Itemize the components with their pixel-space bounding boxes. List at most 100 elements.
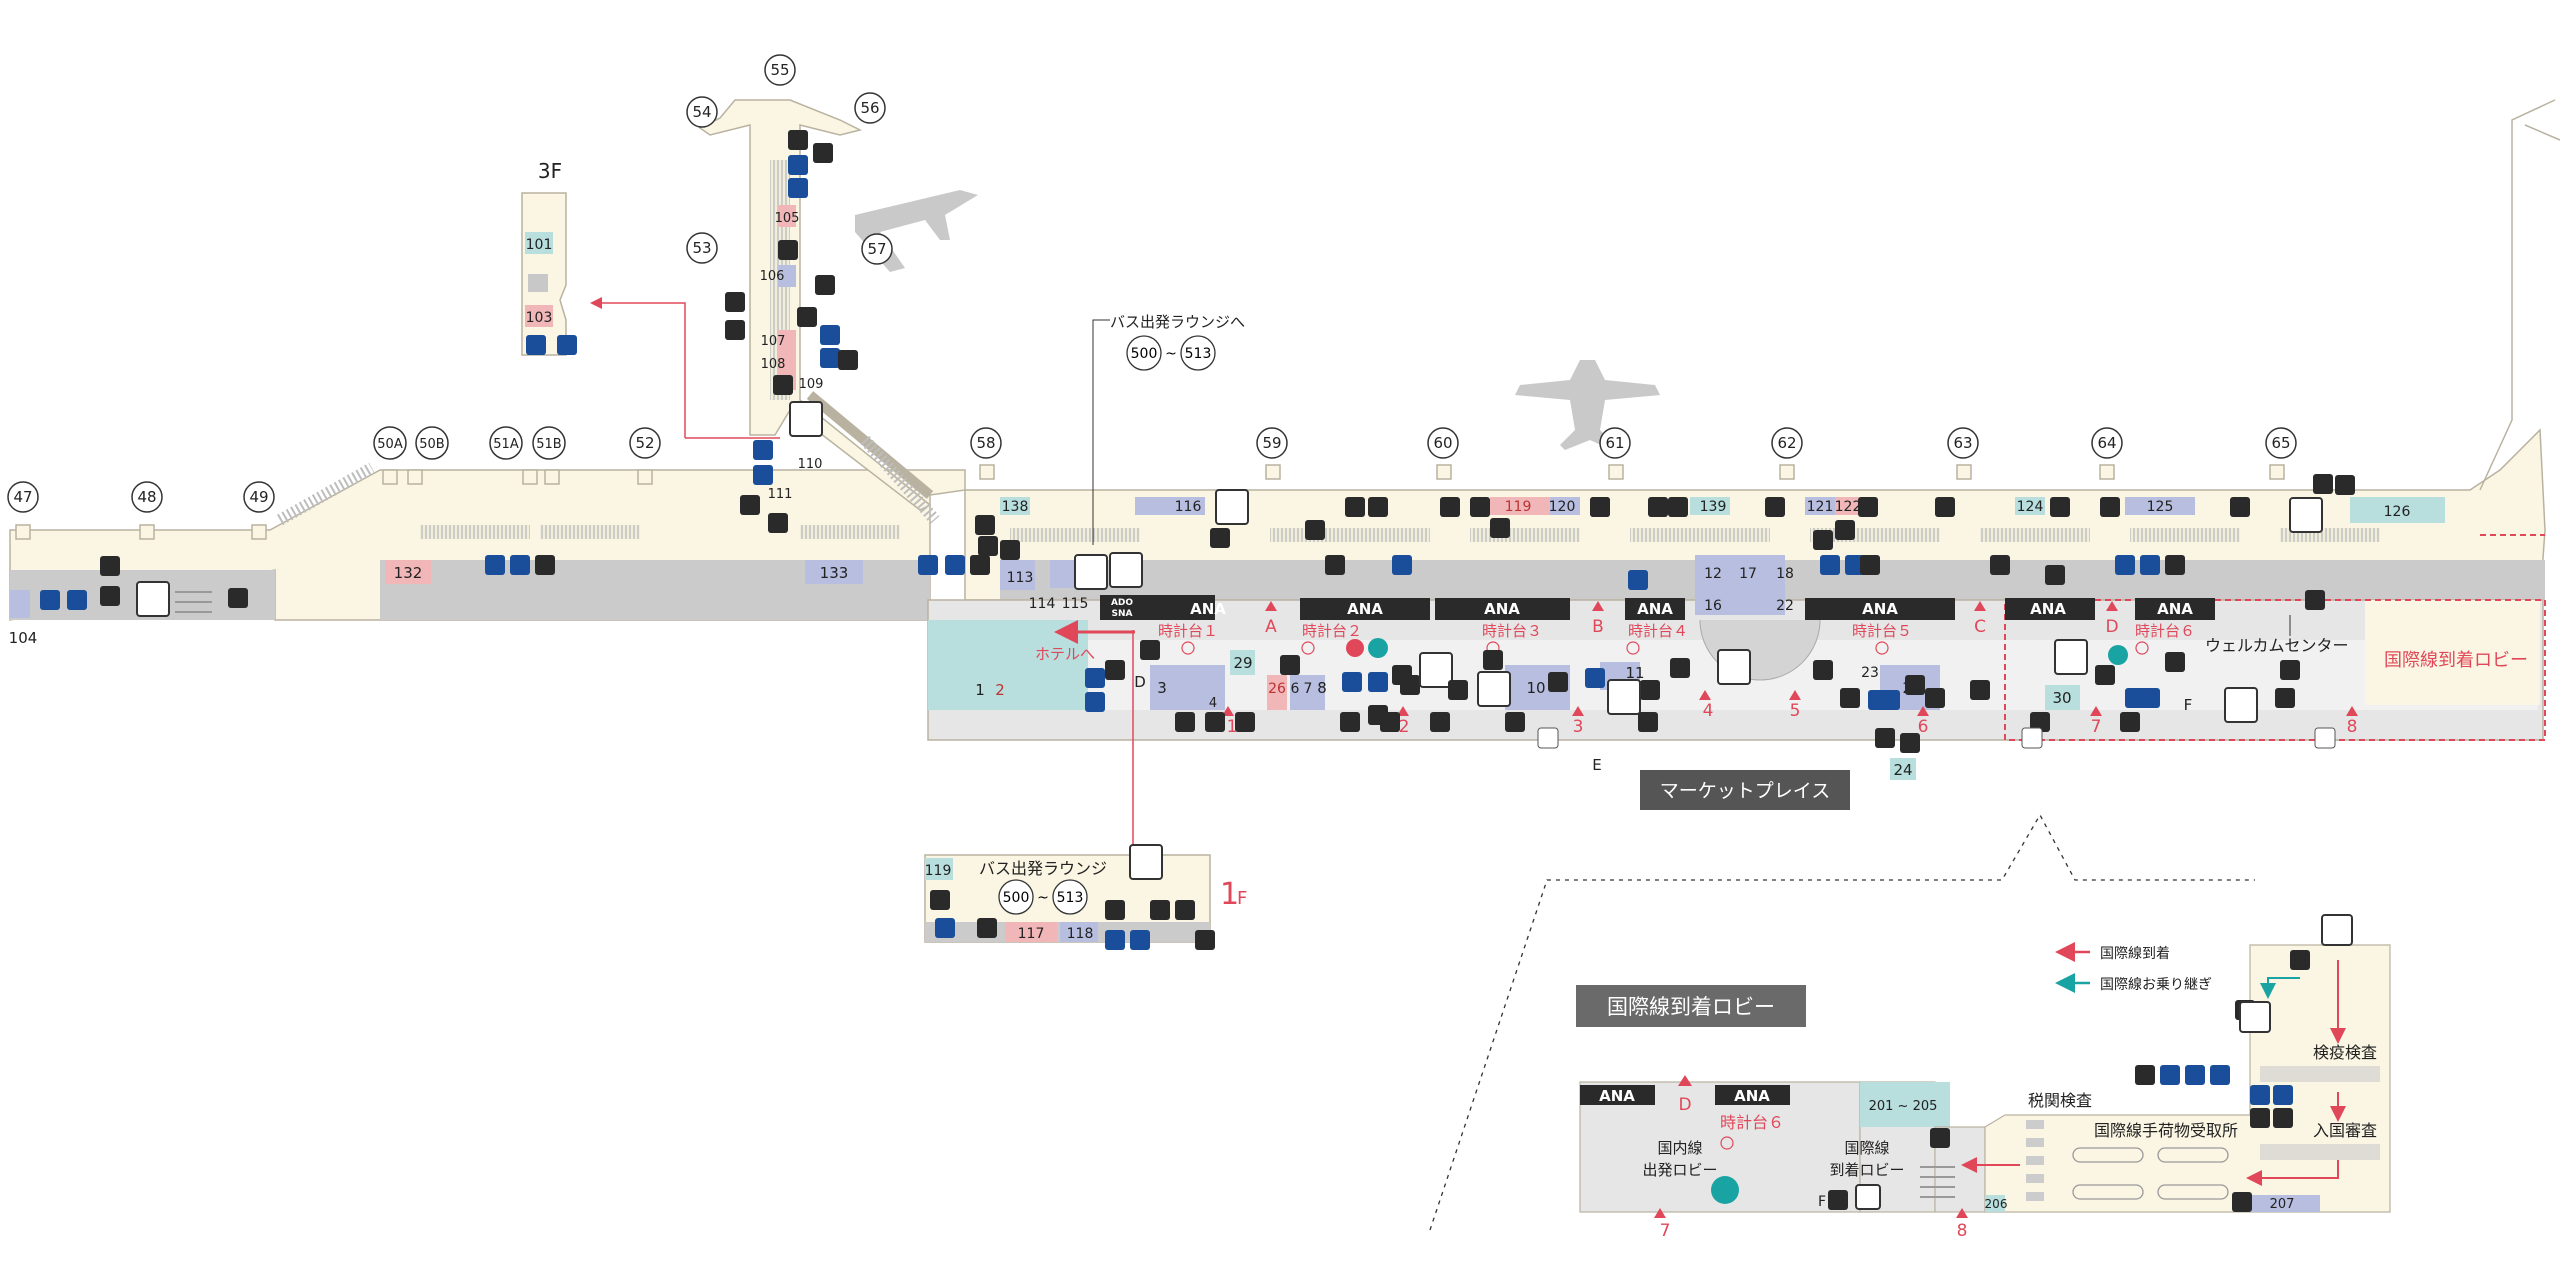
airline-label: ANA	[1190, 600, 1226, 618]
area-label: 125	[2147, 499, 2174, 515]
inset-title: 国際線到着ロビー	[1607, 995, 1775, 1019]
market-place-banner	[1640, 770, 1850, 810]
gate-label: 50B	[419, 437, 444, 452]
gate-65	[2265, 427, 2297, 459]
intl-arrival-label: 国際線	[1844, 1139, 1889, 1157]
area-label: 139	[1700, 499, 1727, 515]
clock-tower-label: 時計台４	[1628, 622, 1688, 640]
elevator-icon	[136, 401, 2323, 880]
legend-label: 国際線到着	[2100, 946, 2170, 962]
gate-61	[1599, 427, 1631, 459]
airline-label: ANA	[1599, 1087, 1635, 1105]
floor-1f-block: 119 117 118 バス出発ラウンジ 500 ~ 513 1 F	[924, 854, 1247, 943]
area-label: 2	[995, 681, 1005, 699]
airline-label: ANA	[1734, 1087, 1770, 1105]
door-label: 7	[1660, 1221, 1671, 1241]
entrance-label: D	[1678, 1095, 1691, 1115]
accessible-toilet-icon	[557, 335, 577, 355]
area-label: 104	[9, 629, 38, 647]
door-label: 2	[1399, 717, 1410, 737]
area-label: 106	[760, 269, 785, 284]
gate-55	[764, 54, 796, 86]
area-label: 1	[975, 681, 985, 699]
gate-60	[1427, 427, 1459, 459]
area-label: 30	[2052, 689, 2071, 707]
area-label: 119	[1505, 499, 1532, 515]
door-label: 1	[1227, 717, 1238, 737]
area-label: 22	[1776, 598, 1794, 614]
clock-tower-label: 時計台１	[1158, 622, 1218, 640]
area-label: 11	[1625, 664, 1644, 682]
gate-64	[2091, 427, 2123, 459]
room-label: 119	[925, 863, 952, 879]
legend-label: 国際線お乗り継ぎ	[2100, 977, 2212, 993]
airline-label: ANA	[2030, 600, 2066, 618]
gate-label: 49	[249, 488, 268, 506]
intl-arrival-lobby-label: 国際線到着ロビー	[2384, 650, 2528, 671]
shop-label: 101	[526, 237, 553, 253]
area-label: 16	[1704, 598, 1722, 614]
gate-49	[243, 481, 275, 513]
svg-text:500: 500	[1131, 346, 1158, 362]
svg-text:513: 513	[1185, 346, 1212, 362]
market-place-label: マーケットプレイス	[1660, 780, 1830, 802]
immigration-label: 入国審査	[2313, 1121, 2377, 1140]
gate-label: 56	[860, 99, 879, 117]
welcome-center-label: ウェルカムセンター	[2205, 636, 2349, 655]
area-label: 109	[799, 377, 824, 392]
area-label: 138	[1002, 499, 1029, 515]
aed-icon	[815, 275, 2333, 938]
facility-icons	[40, 130, 2355, 950]
entrance-label: E	[1592, 756, 1601, 774]
gate-54	[686, 96, 718, 128]
area-label: 124	[2017, 499, 2044, 515]
airline-label: ANA	[1347, 600, 1383, 618]
floor-1f-label: 1	[1220, 877, 1239, 912]
door-label: 8	[1957, 1221, 1968, 1241]
area-label: 133	[820, 564, 849, 582]
customs-label: 税関検査	[2028, 1091, 2092, 1110]
area-label: 126	[2384, 504, 2411, 520]
airline-label: ANA	[2157, 600, 2193, 618]
gate-59	[1256, 427, 1288, 459]
area-label: 6	[1291, 681, 1300, 697]
gate-label: 51A	[493, 437, 519, 452]
gate-62	[1771, 427, 1803, 459]
area-label: 7	[1304, 681, 1313, 697]
heart-lounge-icon	[1346, 639, 1364, 657]
quarantine-label: 検疫検査	[2313, 1043, 2377, 1062]
clock-tower-label: 時計台６	[1720, 1113, 1784, 1132]
gate-markers	[7, 54, 2297, 513]
area-label: 108	[761, 357, 786, 372]
room-label: 206	[1985, 1197, 2008, 1211]
area-label: 120	[1549, 499, 1576, 515]
gate-label: 50A	[377, 437, 403, 452]
area-label: 114	[1029, 596, 1056, 612]
domestic-departure-label: 出発ロビー	[1642, 1161, 1717, 1179]
svg-text:~: ~	[1165, 346, 1177, 362]
gate-label: 64	[2097, 434, 2116, 452]
door-label: 4	[1703, 701, 1714, 721]
gate-label: 60	[1433, 434, 1452, 452]
gate-label: 62	[1777, 434, 1796, 452]
clock-tower-label: 時計台３	[1482, 622, 1542, 640]
gate-label: 48	[137, 488, 156, 506]
gate-53	[686, 232, 718, 264]
room-label: 117	[1018, 926, 1045, 942]
gate-label: 65	[2271, 434, 2290, 452]
area-label: 113	[1007, 570, 1034, 586]
area-label: 107	[761, 334, 786, 349]
terminal-floor	[9, 99, 2546, 741]
inset-intl-arrival: 国際線到着ロビー 国際線到着 国際線お乗り継ぎ 201 ~ 205 207 20…	[1429, 813, 2391, 1241]
floor-3f-label: 3F	[538, 159, 562, 183]
area-label: 24	[1893, 761, 1912, 779]
gate-label: 47	[13, 488, 32, 506]
gate-51B	[532, 426, 566, 460]
gate-57	[861, 233, 893, 265]
area-label: 111	[768, 487, 793, 502]
gate-label: 53	[692, 239, 711, 257]
area-label: 29	[1233, 654, 1252, 672]
gate-label: 58	[976, 434, 995, 452]
airplane-icon	[1515, 360, 1660, 450]
